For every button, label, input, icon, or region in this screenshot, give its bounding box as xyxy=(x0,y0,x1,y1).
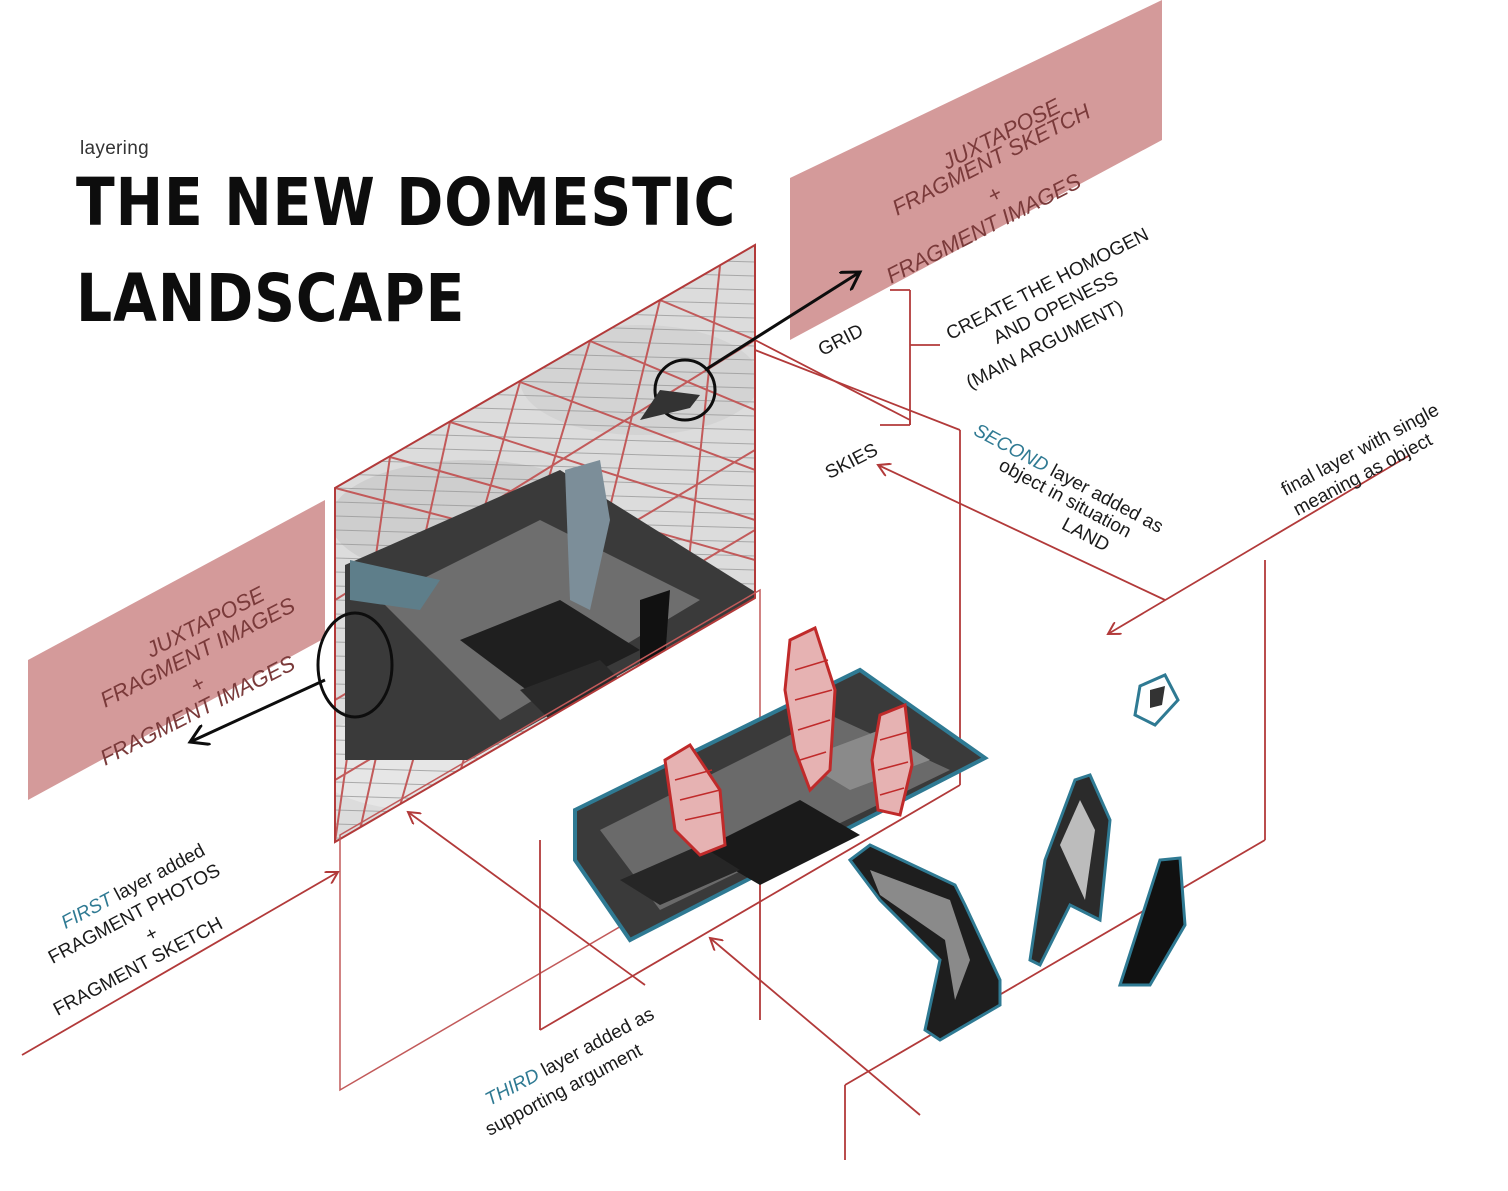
kicker: layering xyxy=(80,138,149,159)
sketch-hatch xyxy=(674,659,909,821)
zoom-callouts xyxy=(190,272,860,742)
page-title-line1: THE NEW DOMESTIC xyxy=(76,164,737,241)
panel-left xyxy=(28,500,325,800)
panel-top-right xyxy=(790,0,1162,340)
sketch-figures xyxy=(663,625,914,857)
objects-layer xyxy=(847,673,1187,1042)
grid-plane xyxy=(334,243,756,844)
page-title-line2: LANDSCAPE xyxy=(76,260,466,337)
bird-fragment xyxy=(640,390,700,420)
